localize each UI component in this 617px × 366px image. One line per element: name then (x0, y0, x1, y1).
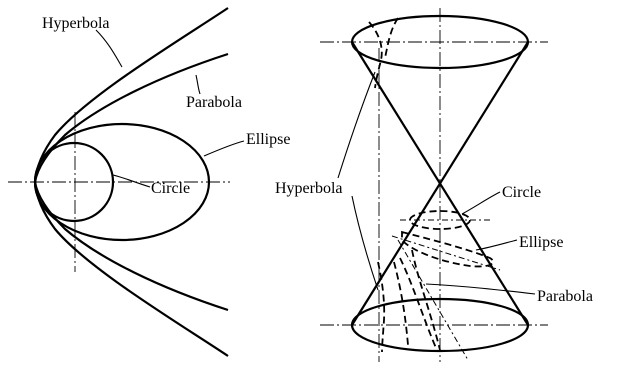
bottom-base-front-edge (350, 324, 530, 353)
left-conic-curves: Hyperbola Parabola Ellipse Circle (8, 7, 290, 357)
right-parabola-label: Parabola (537, 288, 593, 305)
parabola-section-dashed-2 (399, 257, 437, 349)
parabola-section-dashed (411, 249, 441, 351)
hyperbola-leader-up (337, 71, 376, 179)
parabola-leader-line (195, 74, 201, 95)
left-hyperbola-label: Hyperbola (42, 15, 110, 32)
bottom-base-back-edge (350, 297, 530, 326)
lower-hyperbola-dashed (377, 261, 386, 353)
ellipse-section-dashed (401, 230, 494, 268)
ellipse-plane-line (391, 235, 501, 271)
upper-hyperbola-dashed (368, 21, 383, 89)
right-circle-label: Circle (502, 184, 541, 201)
upper-hyperbola-dashed-2 (384, 17, 399, 59)
left-circle-label: Circle (151, 180, 190, 197)
lower-hyperbola-dashed-2 (393, 261, 409, 346)
left-ellipse-label: Ellipse (246, 131, 290, 148)
hyperbola-leader-line (95, 29, 123, 68)
left-parabola-label: Parabola (186, 94, 242, 111)
parabola-plane-line (397, 239, 469, 361)
circle-leader-line (112, 174, 151, 188)
circle-leader-line-right (461, 191, 501, 215)
right-ellipse-label: Ellipse (519, 234, 563, 251)
right-hyperbola-label: Hyperbola (275, 180, 343, 197)
parabola-leader-line-right (425, 283, 536, 295)
right-double-cone: Hyperbola Circle Ellipse Parabola (275, 8, 593, 362)
hyperbola-leader-down (351, 195, 379, 291)
circle-curve (33, 141, 115, 223)
ellipse-leader-line (203, 140, 245, 157)
ellipse-leader-line-right (475, 239, 518, 251)
